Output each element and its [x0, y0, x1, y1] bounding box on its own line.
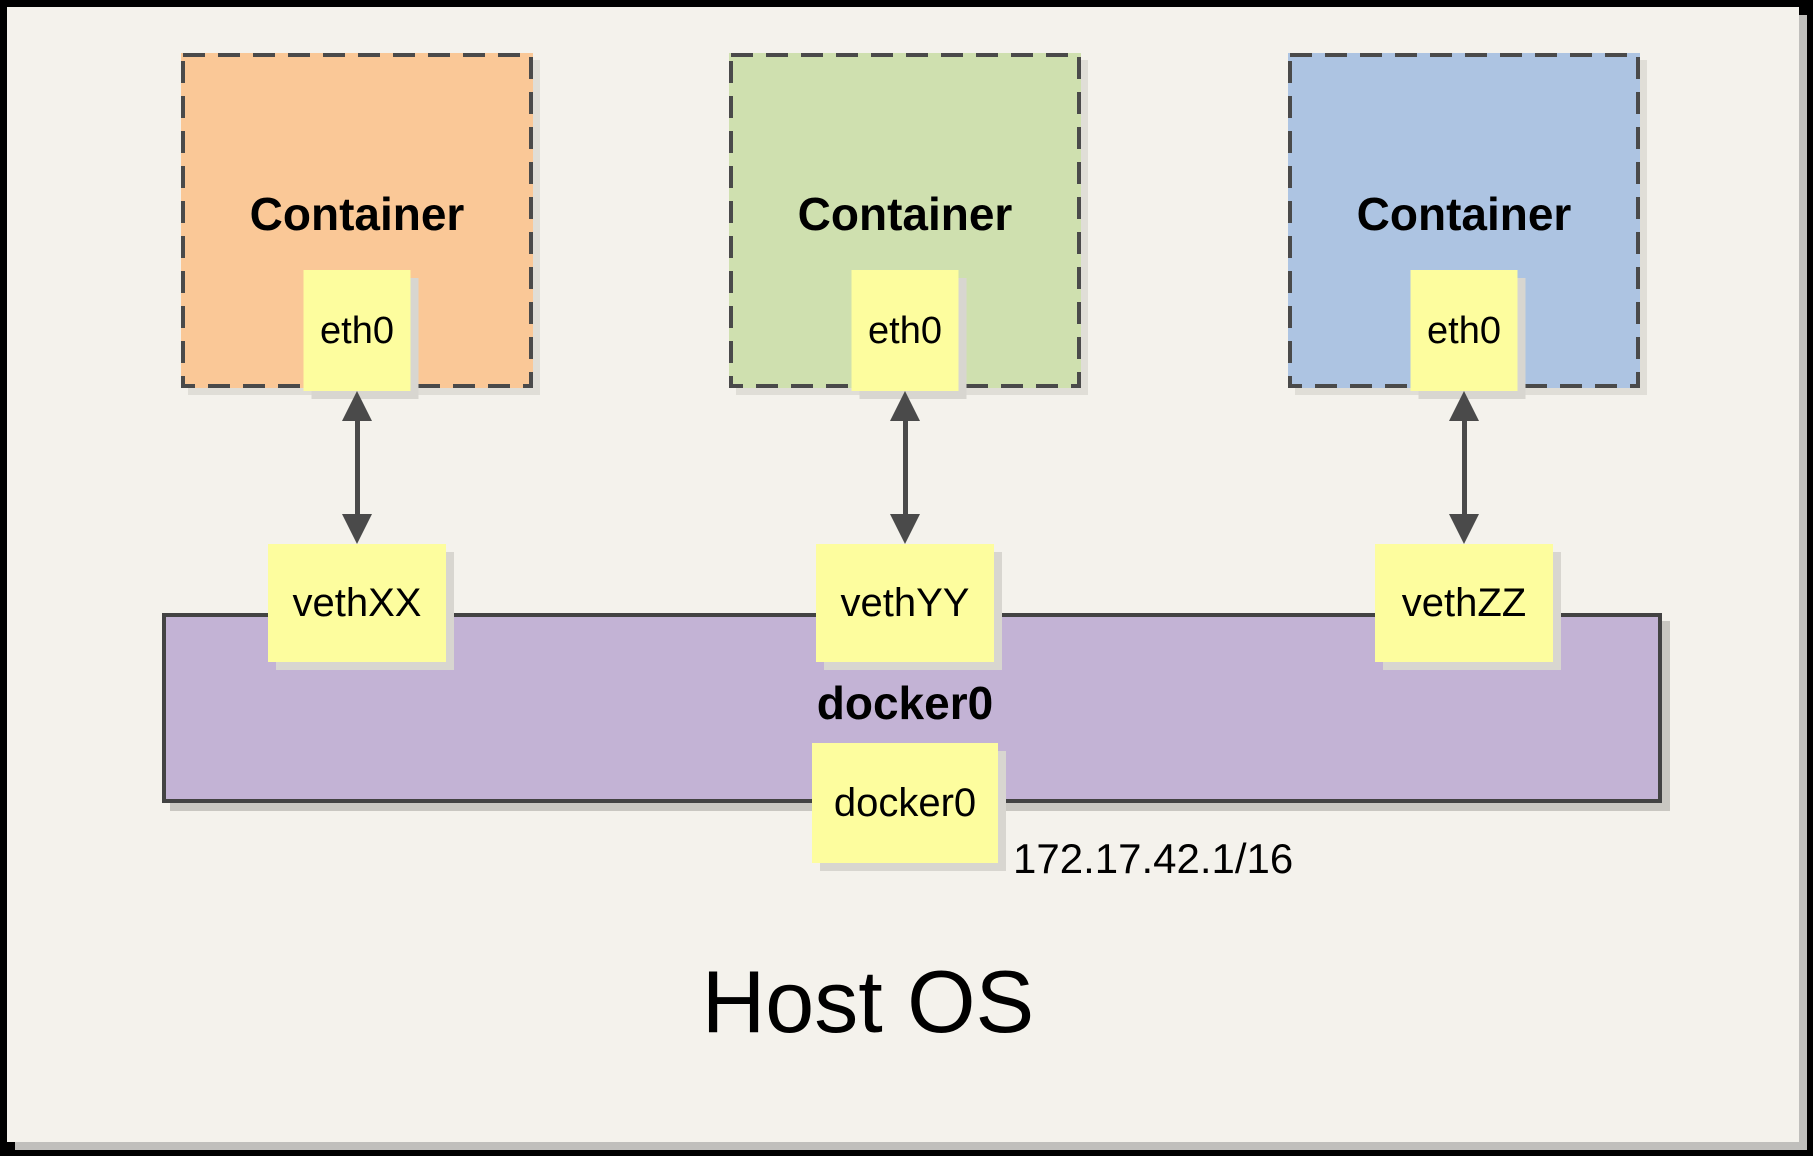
- host-os-label: Host OS: [701, 952, 1035, 1051]
- eth0-interface-box-2: eth0: [851, 270, 959, 391]
- arrowhead-up-icon: [342, 391, 372, 421]
- arrow-shaft: [354, 421, 360, 514]
- veth-label: vethYY: [840, 581, 970, 625]
- veth-label: vethZZ: [1401, 581, 1527, 625]
- docker0-interface-label: docker0: [833, 781, 977, 825]
- arrowhead-up-icon: [890, 391, 920, 421]
- container-title: Container: [1356, 188, 1572, 240]
- arrow-shaft: [1461, 421, 1467, 514]
- arrowhead-up-icon: [1449, 391, 1479, 421]
- eth0-interface-box-1: eth0: [303, 270, 411, 391]
- arrowhead-down-icon: [342, 514, 372, 544]
- connector-arrow-3: [1449, 391, 1479, 544]
- container-box-1: Container eth0: [181, 53, 533, 391]
- container-title: Container: [797, 188, 1013, 240]
- arrowhead-down-icon: [1449, 514, 1479, 544]
- container-box-2: Container eth0: [729, 53, 1081, 391]
- veth-label: vethXX: [292, 581, 422, 625]
- eth0-interface-box-3: eth0: [1410, 270, 1518, 391]
- eth0-label: eth0: [1427, 309, 1501, 352]
- eth0-label: eth0: [868, 309, 942, 352]
- veth-box-vethyy: vethYY: [816, 544, 994, 662]
- docker0-interface-box: docker0: [812, 743, 998, 863]
- arrowhead-down-icon: [890, 514, 920, 544]
- veth-box-vethxx: vethXX: [268, 544, 446, 662]
- connector-arrow-1: [342, 391, 372, 544]
- bridge-ip-address: 172.17.42.1/16: [1013, 835, 1294, 882]
- connector-arrow-2: [890, 391, 920, 544]
- container-box-3: Container eth0: [1288, 53, 1640, 391]
- eth0-label: eth0: [320, 309, 394, 352]
- docker0-bridge-label: docker0: [816, 677, 994, 729]
- arrow-shaft: [902, 421, 908, 514]
- veth-box-vethzz: vethZZ: [1375, 544, 1553, 662]
- container-title: Container: [249, 188, 465, 240]
